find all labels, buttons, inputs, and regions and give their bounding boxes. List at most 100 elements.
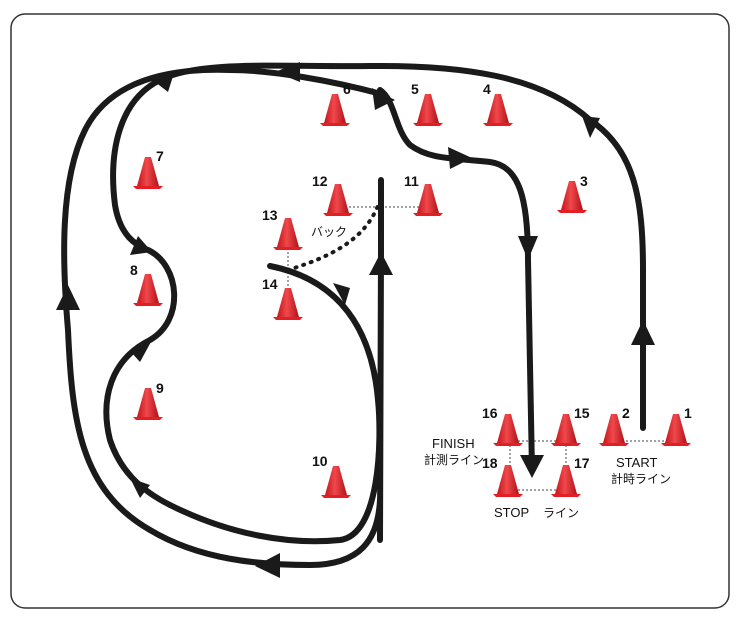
cone-3: 3 bbox=[557, 173, 588, 213]
arrow-slalom bbox=[131, 340, 152, 362]
arrow-bottom-left bbox=[255, 553, 280, 578]
cone-base bbox=[323, 213, 353, 216]
cone-base bbox=[273, 247, 303, 250]
cone-base bbox=[413, 213, 443, 216]
cone-label: 16 bbox=[482, 405, 498, 421]
cone-label: 13 bbox=[262, 207, 278, 223]
cone-base bbox=[551, 443, 581, 446]
arrow-finish-down bbox=[520, 455, 544, 478]
cone-label: 17 bbox=[574, 455, 590, 471]
cone-body bbox=[497, 465, 519, 494]
cone-label: 1 bbox=[684, 405, 692, 421]
cone-2: 2 bbox=[599, 405, 630, 446]
finish-label: FINISH bbox=[432, 436, 475, 451]
cone-label: 2 bbox=[622, 405, 630, 421]
cone-body bbox=[487, 94, 509, 123]
start-label: START bbox=[616, 455, 657, 470]
cone-label: 9 bbox=[156, 380, 164, 396]
path-left-slalom bbox=[103, 247, 178, 508]
cone-base bbox=[133, 303, 163, 306]
arrow-down-right bbox=[518, 236, 538, 260]
cone-body bbox=[561, 181, 583, 210]
cone-label: 4 bbox=[483, 81, 491, 97]
cone-base bbox=[551, 494, 581, 497]
cone-body bbox=[137, 274, 159, 303]
cone-body bbox=[555, 414, 577, 443]
cone-base bbox=[493, 443, 523, 446]
cone-10: 10 bbox=[312, 453, 351, 498]
cone-base bbox=[557, 210, 587, 213]
cone-base bbox=[483, 123, 513, 126]
cone-label: 8 bbox=[130, 262, 138, 278]
cone-base bbox=[320, 123, 350, 126]
cone-body bbox=[327, 184, 349, 213]
arrow-to-six bbox=[372, 88, 395, 110]
cone-label: 15 bbox=[574, 405, 590, 421]
cone-14: 14 bbox=[262, 276, 303, 320]
cone-body bbox=[277, 288, 299, 317]
back-label: バック bbox=[311, 225, 347, 239]
cone-base bbox=[493, 494, 523, 497]
cone-base bbox=[133, 186, 163, 189]
path-center-vertical bbox=[377, 177, 384, 543]
cone-body bbox=[497, 414, 519, 443]
cone-7: 7 bbox=[133, 148, 164, 189]
cone-body bbox=[603, 414, 625, 443]
course-path bbox=[61, 62, 646, 568]
arrow-top-left-2 bbox=[150, 70, 175, 92]
back-path bbox=[286, 198, 383, 272]
cone-label: 7 bbox=[156, 148, 164, 164]
cone-body bbox=[324, 94, 346, 123]
cone-base bbox=[413, 123, 443, 126]
arrow-center-curve bbox=[333, 283, 350, 305]
direction-arrows bbox=[56, 62, 655, 578]
cone-body bbox=[277, 218, 299, 247]
cone-body bbox=[137, 157, 159, 186]
cone-11: 11 bbox=[404, 173, 443, 216]
cone-base bbox=[133, 417, 163, 420]
cone-5: 5 bbox=[411, 81, 443, 126]
arrow-outer-up bbox=[56, 285, 80, 310]
cone-8: 8 bbox=[130, 262, 163, 306]
arrow-top-left bbox=[275, 62, 300, 82]
cone-9: 9 bbox=[133, 380, 164, 420]
cone-17: 17 bbox=[551, 455, 590, 497]
arrow-bottom-right bbox=[130, 478, 150, 498]
cone-body bbox=[417, 184, 439, 213]
cone-1: 1 bbox=[661, 405, 692, 446]
cone-4: 4 bbox=[483, 81, 513, 126]
cone-label: 11 bbox=[404, 173, 419, 189]
cone-13: 13 bbox=[262, 207, 303, 250]
cone-label: 6 bbox=[343, 81, 351, 97]
arrow-left-down bbox=[130, 236, 152, 255]
cone-base bbox=[273, 317, 303, 320]
cone-base bbox=[599, 443, 629, 446]
arrow-right-mid bbox=[448, 147, 472, 169]
cone-label: 5 bbox=[411, 81, 419, 97]
cone-body bbox=[417, 94, 439, 123]
cone-label: 14 bbox=[262, 276, 278, 292]
start-line-label: 計時ライン bbox=[611, 471, 671, 486]
arrow-start-up bbox=[631, 320, 655, 345]
cone-15: 15 bbox=[551, 405, 590, 446]
cone-body bbox=[325, 466, 347, 495]
cone-12: 12 bbox=[312, 173, 353, 216]
cone-body bbox=[665, 414, 687, 443]
stop-line-suffix: ライン bbox=[543, 506, 579, 520]
cone-body bbox=[555, 465, 577, 494]
cone-18: 18 bbox=[482, 455, 523, 497]
cone-base bbox=[321, 495, 351, 498]
cone-body bbox=[137, 388, 159, 417]
arrow-right-up bbox=[582, 116, 600, 138]
diagram-border bbox=[10, 13, 730, 609]
cone-label: 18 bbox=[482, 455, 498, 471]
finish-line-label: 計測ライン bbox=[424, 452, 484, 467]
cone-16: 16 bbox=[482, 405, 523, 446]
cone-6: 6 bbox=[320, 81, 351, 126]
cone-label: 10 bbox=[312, 453, 328, 469]
cone-base bbox=[661, 443, 691, 446]
cone-label: 12 bbox=[312, 173, 328, 189]
path-start-section bbox=[587, 117, 646, 431]
